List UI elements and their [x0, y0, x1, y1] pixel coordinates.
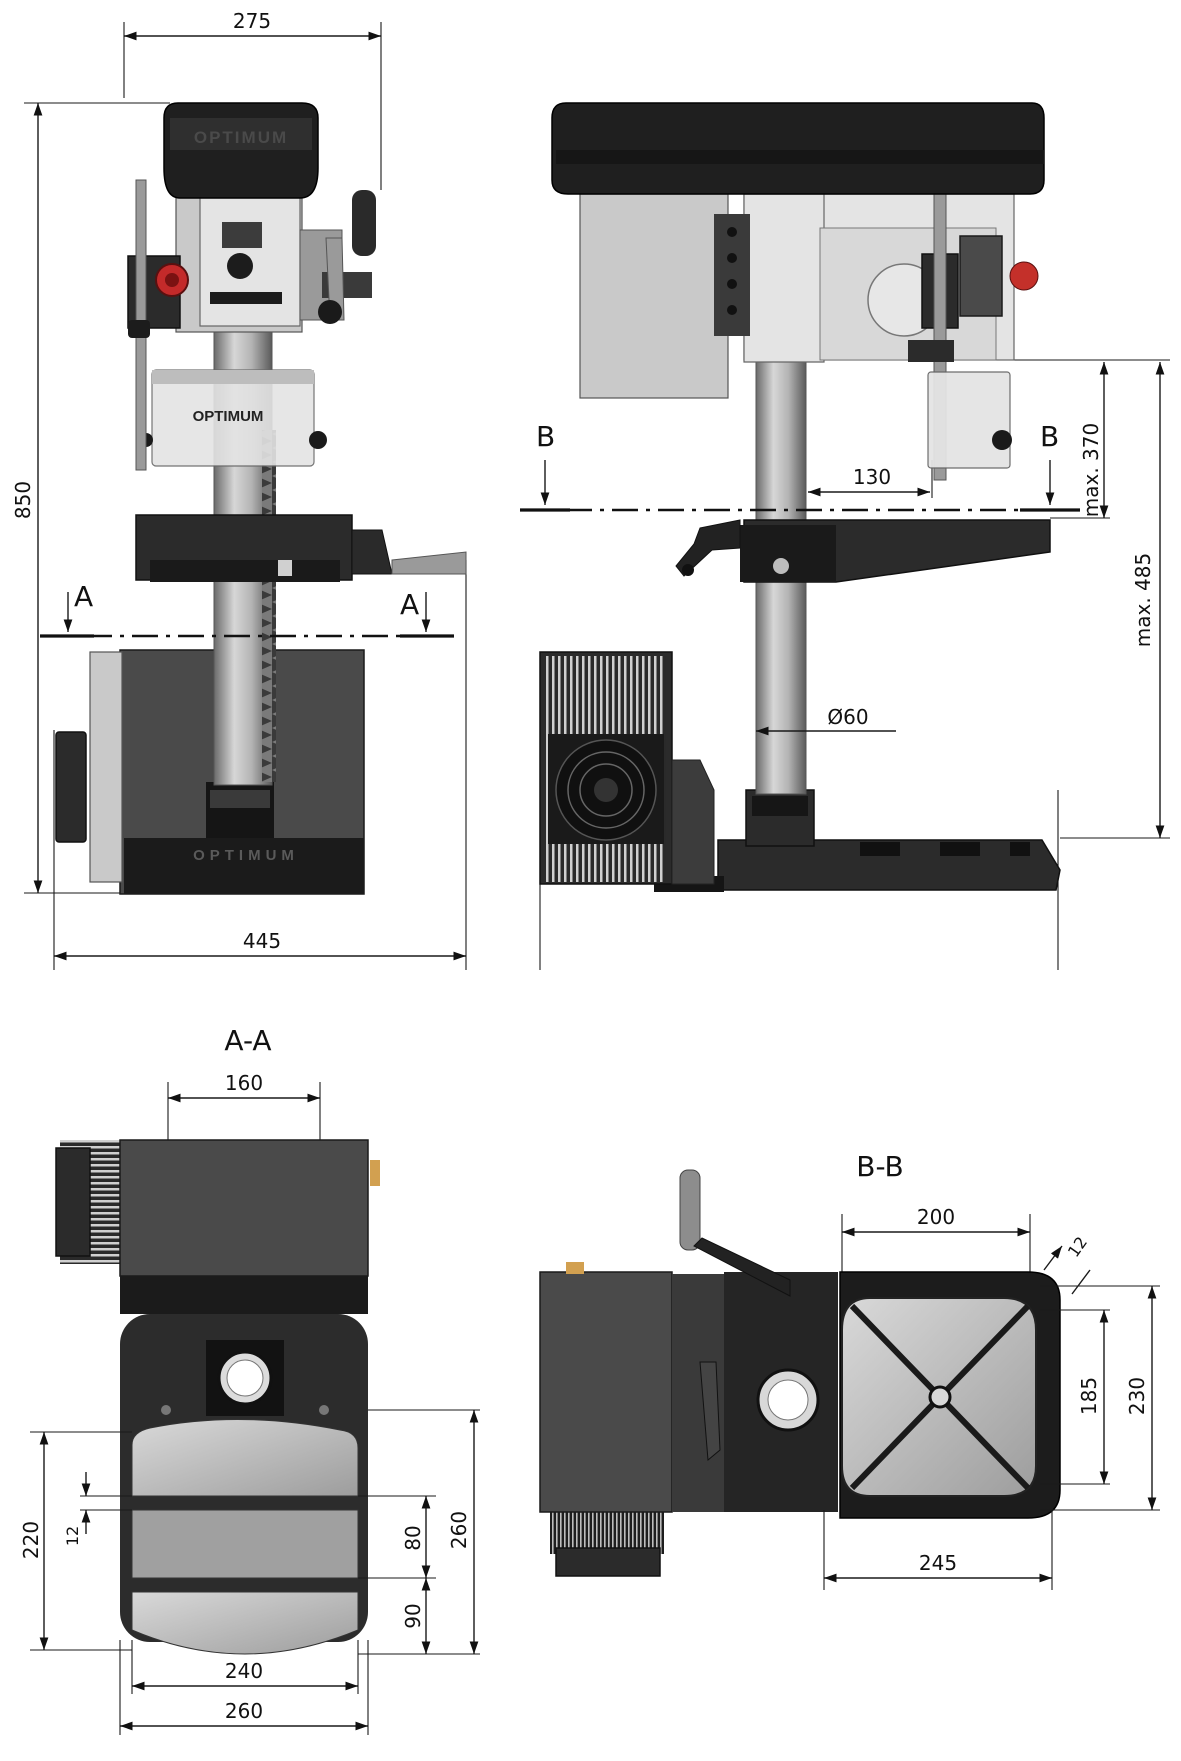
section-b-b: B-B 200 185 230 [539, 1150, 1160, 1590]
dim-aa-90: 90 [401, 1603, 425, 1628]
section-aa-title: A-A [224, 1024, 271, 1057]
dim-275: 275 [233, 9, 271, 33]
section-a-a: A-A 160 220 12 [19, 1024, 480, 1735]
guard-brand: OPTIMUM [193, 408, 264, 425]
cut-label-a-left: A [74, 580, 93, 613]
base-brand: OPTIMUM [193, 847, 299, 864]
dim-column: Ø60 [827, 705, 868, 729]
feed-handle[interactable] [352, 190, 376, 256]
dim-aa-240: 240 [225, 1659, 263, 1683]
dim-aa-80: 80 [401, 1525, 425, 1550]
section-bb-title: B-B [856, 1150, 904, 1183]
speed-knob[interactable] [227, 253, 253, 279]
side-emergency-stop[interactable] [1009, 261, 1039, 291]
dim-445: 445 [243, 929, 281, 953]
dim-bb-200: 200 [917, 1205, 955, 1229]
bb-handle-grip[interactable] [679, 1169, 701, 1251]
belt-cover [163, 102, 319, 199]
side-handle [55, 731, 87, 843]
head-brand: OPTIMUM [194, 128, 288, 147]
dim-bb-185: 185 [1077, 1377, 1101, 1415]
cut-label-b-left: B [536, 420, 555, 453]
cut-label-b-right: B [1040, 420, 1059, 453]
dim-bb-245: 245 [919, 1551, 957, 1575]
dim-aa-12: 12 [63, 1526, 82, 1546]
side-head-left [579, 193, 729, 399]
dim-130: 130 [853, 465, 891, 489]
aa-body [119, 1139, 369, 1277]
dim-850: 850 [11, 481, 35, 519]
side-view: Ø60 B B 130 max. 370 max. 485 [520, 102, 1170, 970]
cut-label-a-right: A [400, 588, 419, 621]
dim-max-370: max. 370 [1079, 423, 1103, 517]
dim-bb-12: 12 [1064, 1233, 1091, 1261]
dim-aa-260-horizontal: 260 [225, 1699, 263, 1723]
bb-motor [539, 1271, 673, 1513]
side-belt-cover [551, 102, 1045, 195]
dim-max-485: max. 485 [1131, 553, 1155, 647]
dim-aa-220: 220 [19, 1521, 43, 1559]
front-view: 275 850 445 OPTIMUM A A [11, 9, 467, 970]
dim-aa-160: 160 [225, 1071, 263, 1095]
dim-aa-260-vertical: 260 [447, 1511, 471, 1549]
dim-bb-230: 230 [1125, 1377, 1149, 1415]
